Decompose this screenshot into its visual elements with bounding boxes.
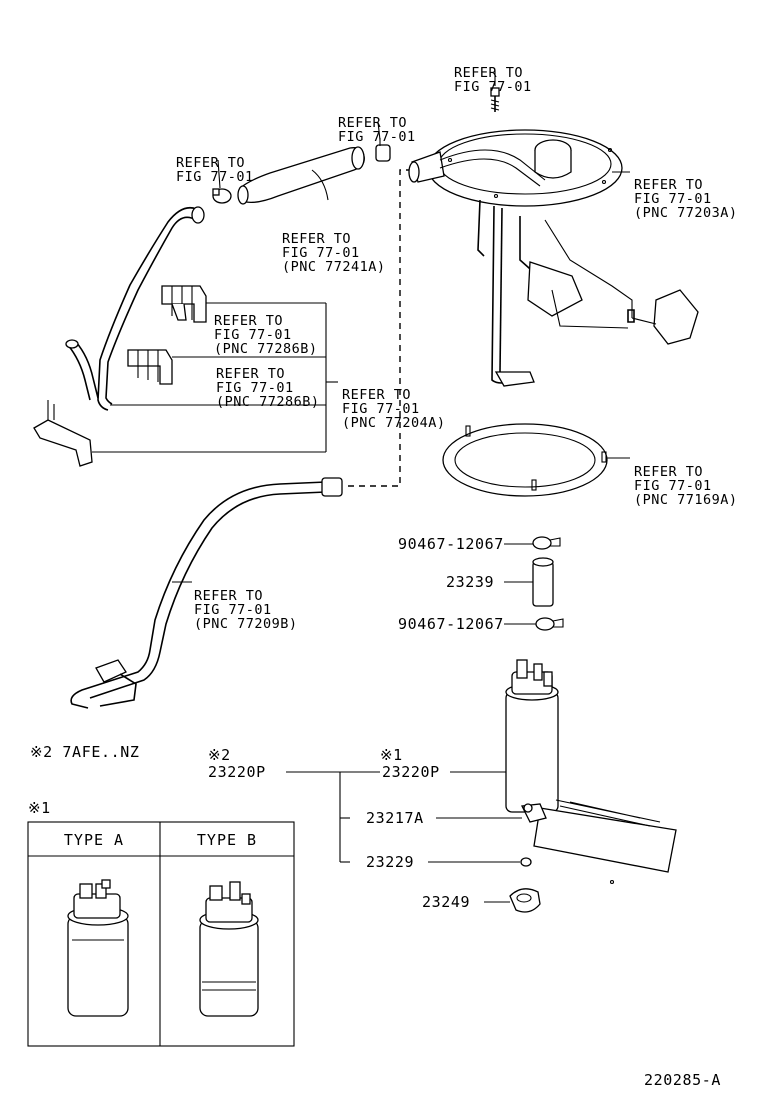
- leader-clamp-left: [217, 159, 221, 189]
- clip-upper-drawing: [161, 285, 207, 323]
- clamp-upper-drawing: [532, 536, 561, 550]
- type-a-header: TYPE A: [63, 831, 125, 849]
- leader-clamp-top: [377, 121, 381, 141]
- part-number-hose: 23239: [446, 573, 495, 591]
- type-inset-box: [27, 821, 295, 1047]
- cushion-drawing: [509, 888, 541, 913]
- part-number-clamp-upper: 90467-12067: [398, 535, 504, 553]
- part-number-filter: 23217A: [366, 809, 424, 827]
- clamp-left-drawing: [212, 188, 232, 204]
- clamp-lower-drawing: [535, 617, 564, 631]
- part-number-cushion: 23249: [422, 893, 471, 911]
- fuel-gauge-assembly-drawing: [408, 129, 699, 387]
- part-number-ring: 23229: [366, 853, 415, 871]
- hose-77241A-drawing: [237, 146, 365, 205]
- filter-drawing: [521, 799, 677, 885]
- bolt-drawing: [490, 87, 500, 112]
- clip-lower-drawing: [127, 349, 173, 385]
- type-b-header: TYPE B: [196, 831, 258, 849]
- fuel-pump-drawing: [505, 659, 559, 813]
- figure-id: 220285-A: [644, 1071, 722, 1089]
- bracket-drawing: [33, 400, 93, 467]
- tube-77204A-drawing: [65, 206, 205, 411]
- part-number-clamp-lower: 90467-12067: [398, 615, 504, 633]
- gasket-drawing: [442, 423, 608, 497]
- marker-pump: ※1: [380, 746, 403, 764]
- inset-marker: ※1: [28, 799, 51, 817]
- leader-hose-77241A: [311, 169, 329, 201]
- pump-type-a-drawing: [67, 879, 129, 1017]
- tube-77209B-drawing: [70, 477, 343, 709]
- leader-group-23220P: [286, 771, 380, 863]
- dashed-connection: [344, 169, 412, 487]
- ring-drawing: [520, 857, 532, 867]
- leader-group-77204A: [92, 302, 338, 453]
- engine-note: ※2 7AFE..NZ: [30, 743, 140, 761]
- pump-type-b-drawing: [199, 881, 259, 1017]
- hose-23239-drawing: [532, 557, 554, 607]
- part-number-pump-assy: 23220P: [208, 763, 266, 781]
- part-number-pump: 23220P: [382, 763, 440, 781]
- marker-pump-assy: ※2: [208, 746, 231, 764]
